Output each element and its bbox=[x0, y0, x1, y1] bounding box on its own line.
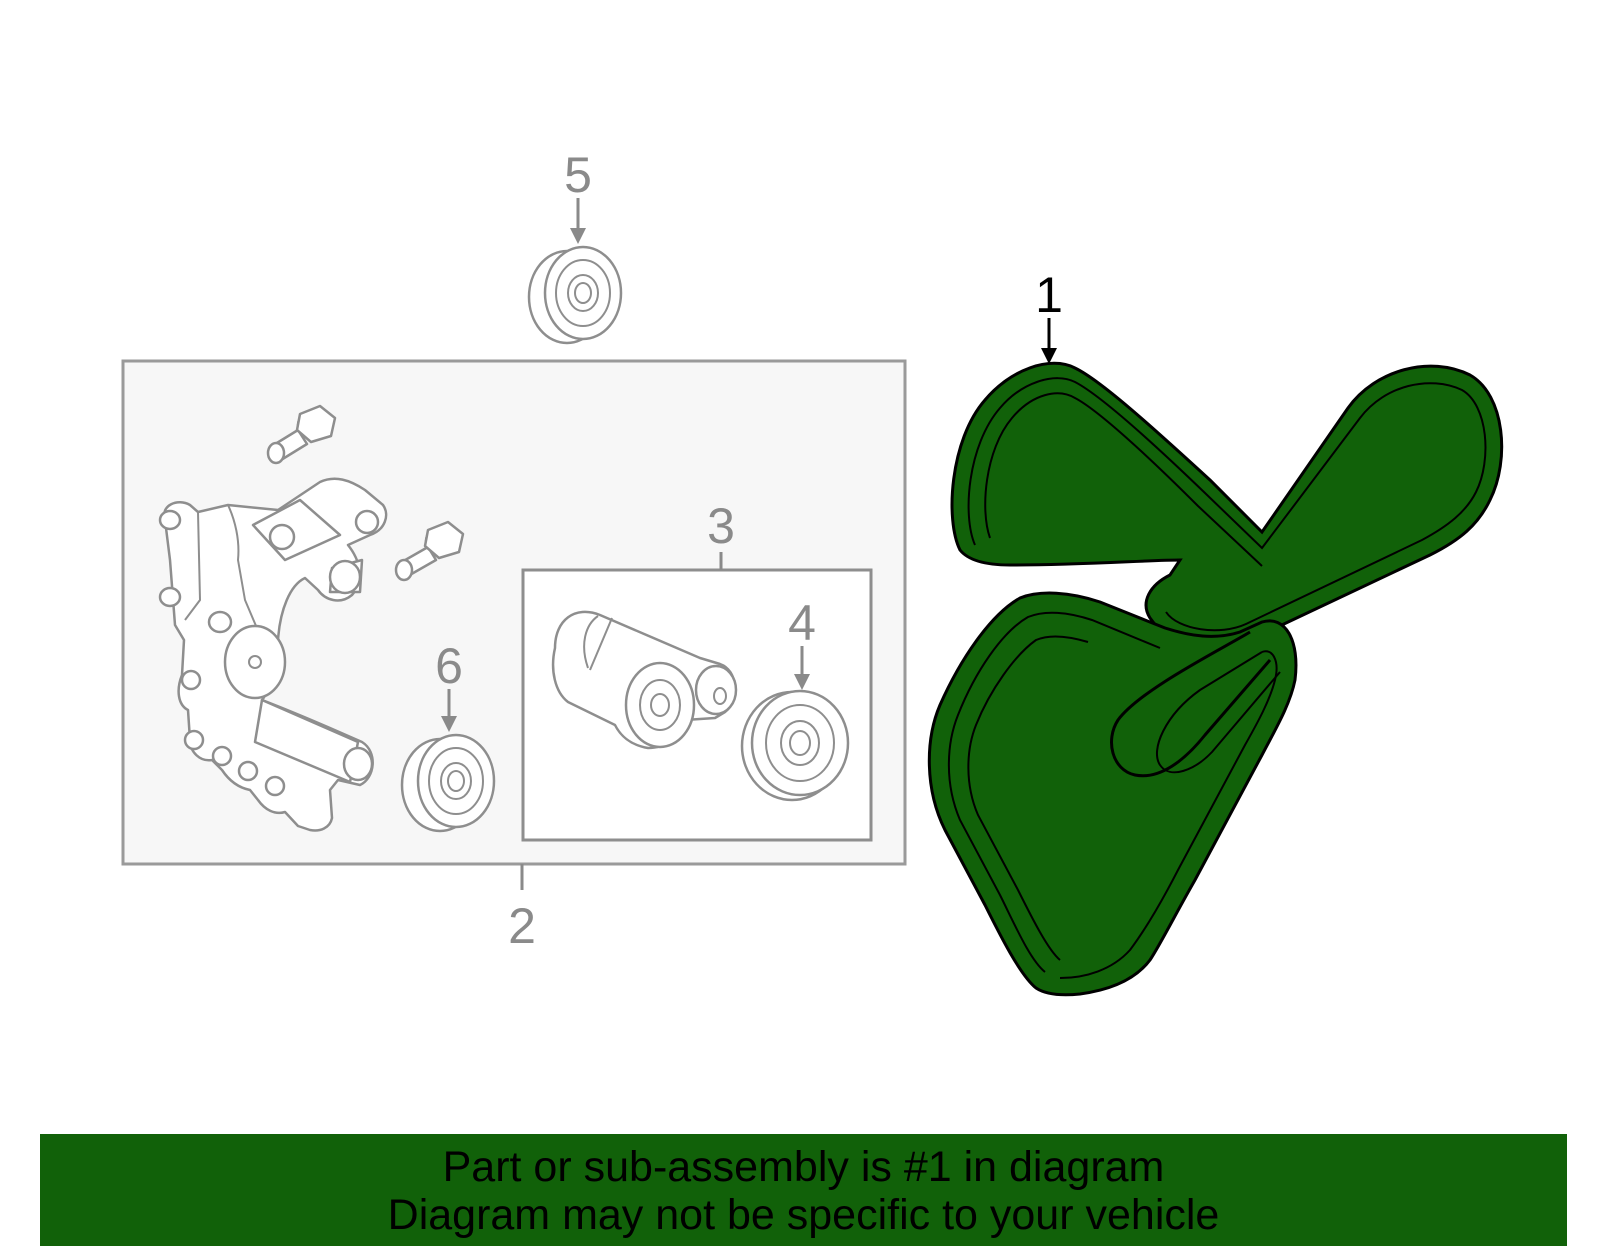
banner-line-2: Diagram may not be specific to your vehi… bbox=[387, 1191, 1220, 1239]
callout-6: 6 bbox=[435, 638, 463, 694]
callout-3: 3 bbox=[707, 498, 735, 554]
part-2-callout: 2 bbox=[508, 864, 536, 954]
belt-lower-loop bbox=[927, 591, 1298, 997]
callout-5: 5 bbox=[564, 147, 592, 203]
banner-line-1: Part or sub-assembly is #1 in diagram bbox=[442, 1143, 1165, 1191]
part-3-tensioner[interactable]: 3 bbox=[551, 498, 738, 750]
bolt-lower[interactable] bbox=[394, 520, 465, 582]
part-6-idler-pulley[interactable]: 6 bbox=[400, 638, 496, 833]
part-1-serpentine-belt[interactable]: 1 bbox=[927, 267, 1504, 997]
tensioner-bracket[interactable] bbox=[158, 477, 388, 832]
callout-2: 2 bbox=[508, 898, 536, 954]
bolt-upper[interactable] bbox=[266, 404, 337, 465]
part-5-idler-pulley[interactable]: 5 bbox=[527, 147, 623, 345]
callout-4: 4 bbox=[788, 595, 816, 651]
info-banner: Part or sub-assembly is #1 in diagram Di… bbox=[40, 1134, 1567, 1246]
part-4-tensioner-pulley[interactable]: 4 bbox=[740, 595, 850, 802]
callout-1: 1 bbox=[1035, 267, 1063, 323]
belt-upper-loop bbox=[950, 361, 1504, 650]
